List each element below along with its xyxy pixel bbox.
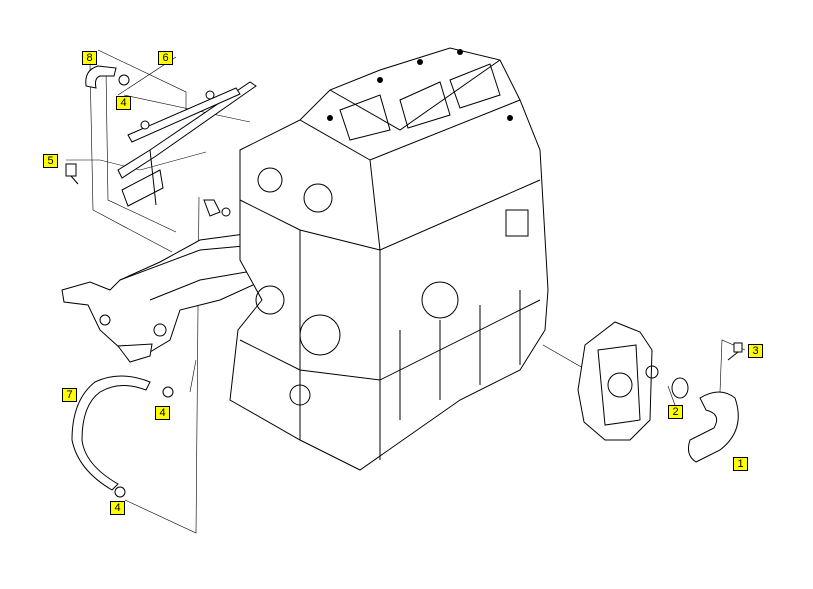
callout-6[interactable]: 6 <box>158 51 173 65</box>
coolant-pipe-assembly[interactable] <box>117 81 257 207</box>
water-pump[interactable] <box>577 321 659 441</box>
bolt-3[interactable] <box>727 342 743 361</box>
clamp-4-top[interactable] <box>118 74 130 86</box>
callout-8[interactable]: 8 <box>82 51 97 65</box>
engine-block <box>229 47 549 471</box>
o-ring-2[interactable] <box>671 377 689 399</box>
callout-2[interactable]: 2 <box>668 405 683 419</box>
leader-lines <box>66 49 746 534</box>
clamp-4-middle[interactable] <box>162 386 174 398</box>
bolt-5[interactable] <box>65 163 79 185</box>
hose-7[interactable] <box>71 375 151 491</box>
callout-5[interactable]: 5 <box>43 154 58 168</box>
sensor[interactable] <box>203 199 231 217</box>
callout-1[interactable]: 1 <box>733 457 748 471</box>
callout-4[interactable]: 4 <box>110 501 125 515</box>
egr-cooler-assembly[interactable] <box>61 231 265 363</box>
callout-7[interactable]: 7 <box>62 388 77 402</box>
callout-4[interactable]: 4 <box>116 96 131 110</box>
callout-4[interactable]: 4 <box>155 406 170 420</box>
clamp-4-bottom[interactable] <box>114 486 126 498</box>
hose-8[interactable] <box>85 65 117 89</box>
hose-1[interactable] <box>688 391 739 463</box>
callout-3[interactable]: 3 <box>748 344 763 358</box>
